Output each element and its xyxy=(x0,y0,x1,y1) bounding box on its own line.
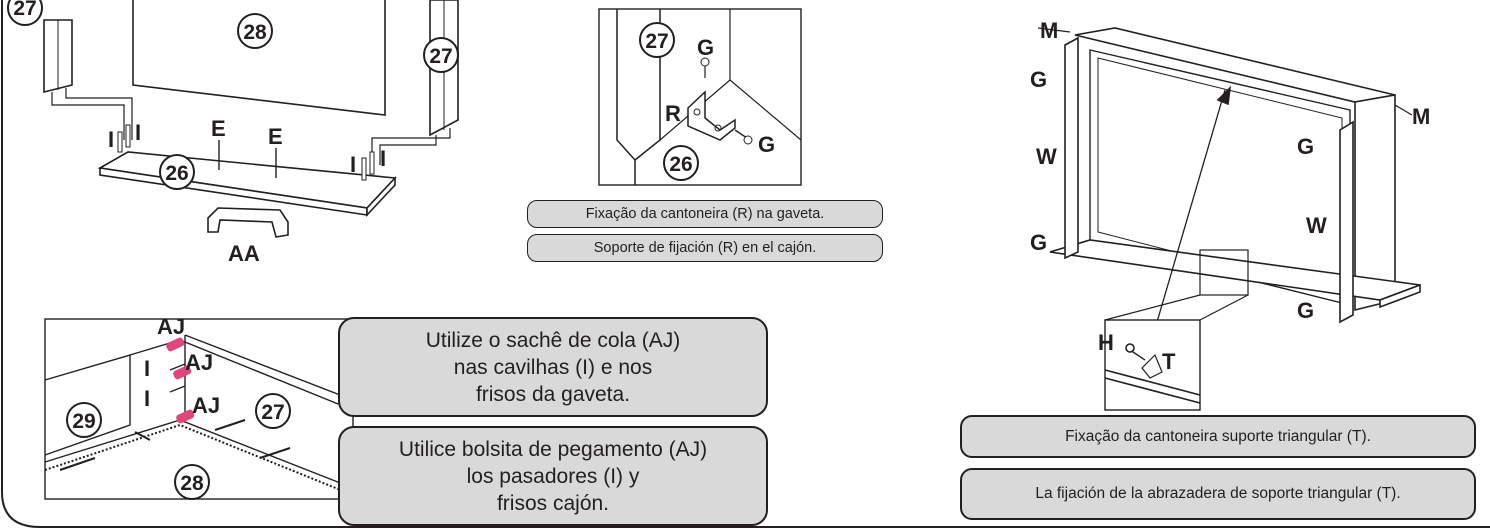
caption-bracket-pt: Fixação da cantoneira (R) na gaveta. xyxy=(527,200,883,228)
caption-bracket-es: Soporte de fijación (R) en el cajón. xyxy=(527,234,883,262)
part-27-label-a: 27 xyxy=(13,0,36,20)
panel-1-labels: 27 28 27 26 I I I I E E AA xyxy=(7,0,459,266)
frame-labels: M M G G G G W W H T xyxy=(1030,18,1430,374)
screw-M-label-2: M xyxy=(1412,104,1430,129)
dowel-I-label-3: I xyxy=(350,152,356,177)
caption-glue-pt: Utilize o sachê de cola (AJ) nas cavilha… xyxy=(338,317,768,417)
screw-G-label-2: G xyxy=(1030,230,1047,255)
slide-W-right xyxy=(1339,120,1354,324)
handle-AA-label: AA xyxy=(228,241,260,266)
triangle-T-label: T xyxy=(1162,349,1176,374)
drawer-bottom-assembly xyxy=(43,0,459,238)
glue-AJ-label-2: AJ xyxy=(185,350,213,375)
dowel-I-label-5: I xyxy=(144,356,150,381)
screw-M-label-1: M xyxy=(1040,18,1058,43)
triangle-T-shape xyxy=(1141,353,1163,379)
dowel-I-label-2: I xyxy=(135,120,141,145)
part-26-label-b: 26 xyxy=(669,153,692,176)
caption-glue-es: Utilice bolsita de pegamento (AJ) los pa… xyxy=(338,426,768,526)
part-29-label: 29 xyxy=(72,410,95,433)
part-26-label-a: 26 xyxy=(165,162,188,185)
handle-AA-shape xyxy=(207,207,289,238)
triangle-detail-box xyxy=(1104,319,1201,411)
glue-labels: 29 27 28 AJ AJ AJ I I xyxy=(66,314,291,500)
drawer-frame-assembly xyxy=(1037,27,1421,411)
screw-E-label-1: E xyxy=(211,116,226,141)
bracket-labels: 27 26 G G R xyxy=(639,22,775,181)
screw-G-label-3: G xyxy=(1297,134,1314,159)
panel-28-shape xyxy=(132,0,386,116)
screw-G-label-1: G xyxy=(1030,67,1047,92)
part-27-label-b: 27 xyxy=(429,45,452,68)
glue-AJ-label-1: AJ xyxy=(157,314,185,339)
screw-E-label-2: E xyxy=(268,124,283,149)
part-27-label-d: 27 xyxy=(261,401,284,424)
bracket-R-label: R xyxy=(665,101,681,126)
part-27-label-c: 27 xyxy=(645,30,668,53)
screw-G-label-4: G xyxy=(1297,298,1314,323)
part-28-label-b: 28 xyxy=(180,472,204,495)
caption-triangle-es: La fijación de la abrazadera de soporte … xyxy=(960,468,1476,520)
caption-triangle-pt: Fixação da cantoneira suporte triangular… xyxy=(960,415,1476,458)
glue-sachets xyxy=(166,337,195,424)
screw-H-label: H xyxy=(1098,330,1114,355)
part-28-label-a: 28 xyxy=(243,21,267,44)
slide-W-left xyxy=(1064,36,1079,260)
bracket-R-shape xyxy=(687,90,736,141)
dowel-I-label-1: I xyxy=(108,127,114,152)
dowel-I-label-4: I xyxy=(380,146,386,171)
bracket-detail xyxy=(598,8,802,186)
screw-G-label-side: G xyxy=(758,132,775,157)
slide-W-label-2: W xyxy=(1306,213,1327,238)
slide-W-label-1: W xyxy=(1036,144,1057,169)
dowel-I-label-6: I xyxy=(144,386,150,411)
screw-G-label-top: G xyxy=(697,35,714,60)
glue-AJ-label-3: AJ xyxy=(192,393,220,418)
